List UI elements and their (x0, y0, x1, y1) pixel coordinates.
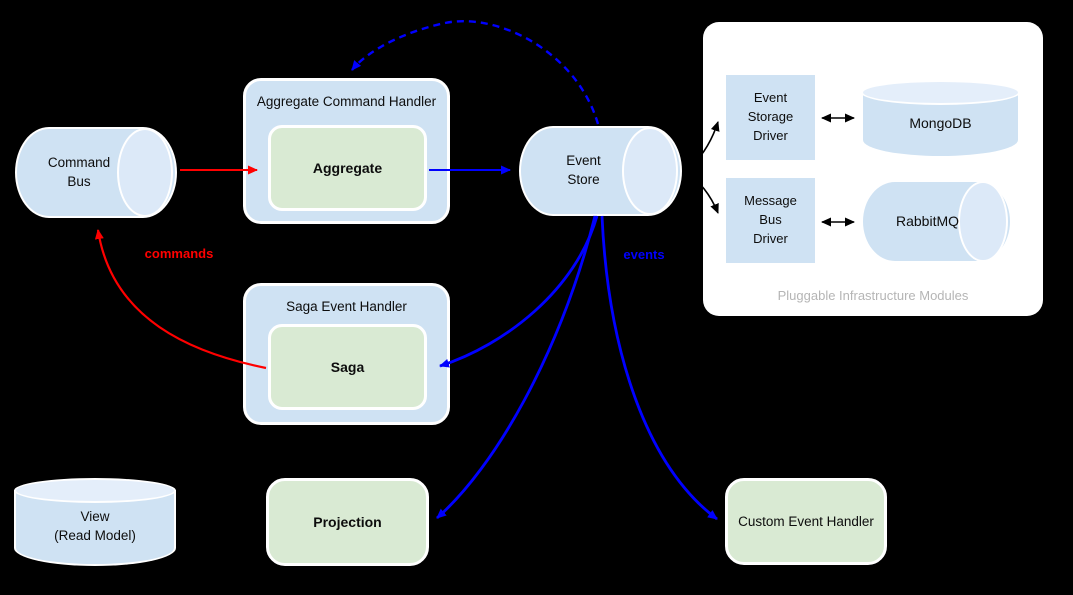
saga-label: Saga (330, 359, 365, 375)
saga-event-handler-title: Saga Event Handler (286, 299, 407, 314)
edge-eventstore-to-saga (439, 215, 599, 368)
node-message-bus-driver: Message Bus Driver (726, 178, 815, 263)
node-aggregate: Aggregate (268, 125, 427, 211)
projection-label: Projection (313, 514, 382, 530)
node-rabbitmq: RabbitMQ (861, 180, 1012, 263)
events-edge-label: events (623, 247, 665, 262)
message-bus-driver-label: Message Bus Driver (744, 193, 797, 246)
event-storage-driver-label: Event Storage Driver (747, 90, 794, 143)
node-event-store: Event Store (519, 126, 682, 216)
mongodb-label: MongoDB (909, 115, 972, 132)
cylinder-cap (958, 181, 1008, 262)
node-custom-event-handler: Custom Event Handler (725, 478, 887, 565)
view-label: View (Read Model) (54, 509, 136, 543)
command-bus-label: Command Bus (47, 154, 111, 189)
aggregate-label: Aggregate (312, 160, 383, 176)
aggregate-command-handler-title: Aggregate Command Handler (256, 94, 437, 109)
rabbitmq-label: RabbitMQ (895, 212, 960, 229)
cylinder-cap (861, 80, 1020, 105)
infrastructure-panel (703, 22, 1043, 316)
node-saga: Saga (268, 324, 427, 410)
custom-event-handler-label: Custom Event Handler (738, 514, 874, 529)
infrastructure-panel-caption: Pluggable Infrastructure Modules (777, 288, 969, 303)
commands-edge-label: commands (144, 246, 214, 261)
node-view-read-model: View (Read Model) (14, 478, 176, 566)
node-event-storage-driver: Event Storage Driver (726, 75, 815, 160)
cylinder-cap (117, 128, 173, 217)
node-projection: Projection (266, 478, 429, 566)
event-store-label: Event Store (566, 153, 601, 187)
node-mongodb: MongoDB (861, 80, 1020, 158)
cylinder-cap (14, 478, 176, 503)
node-command-bus: Command Bus (15, 127, 177, 218)
cylinder-cap (622, 127, 678, 215)
edge-eventstore-to-projection (436, 215, 597, 520)
